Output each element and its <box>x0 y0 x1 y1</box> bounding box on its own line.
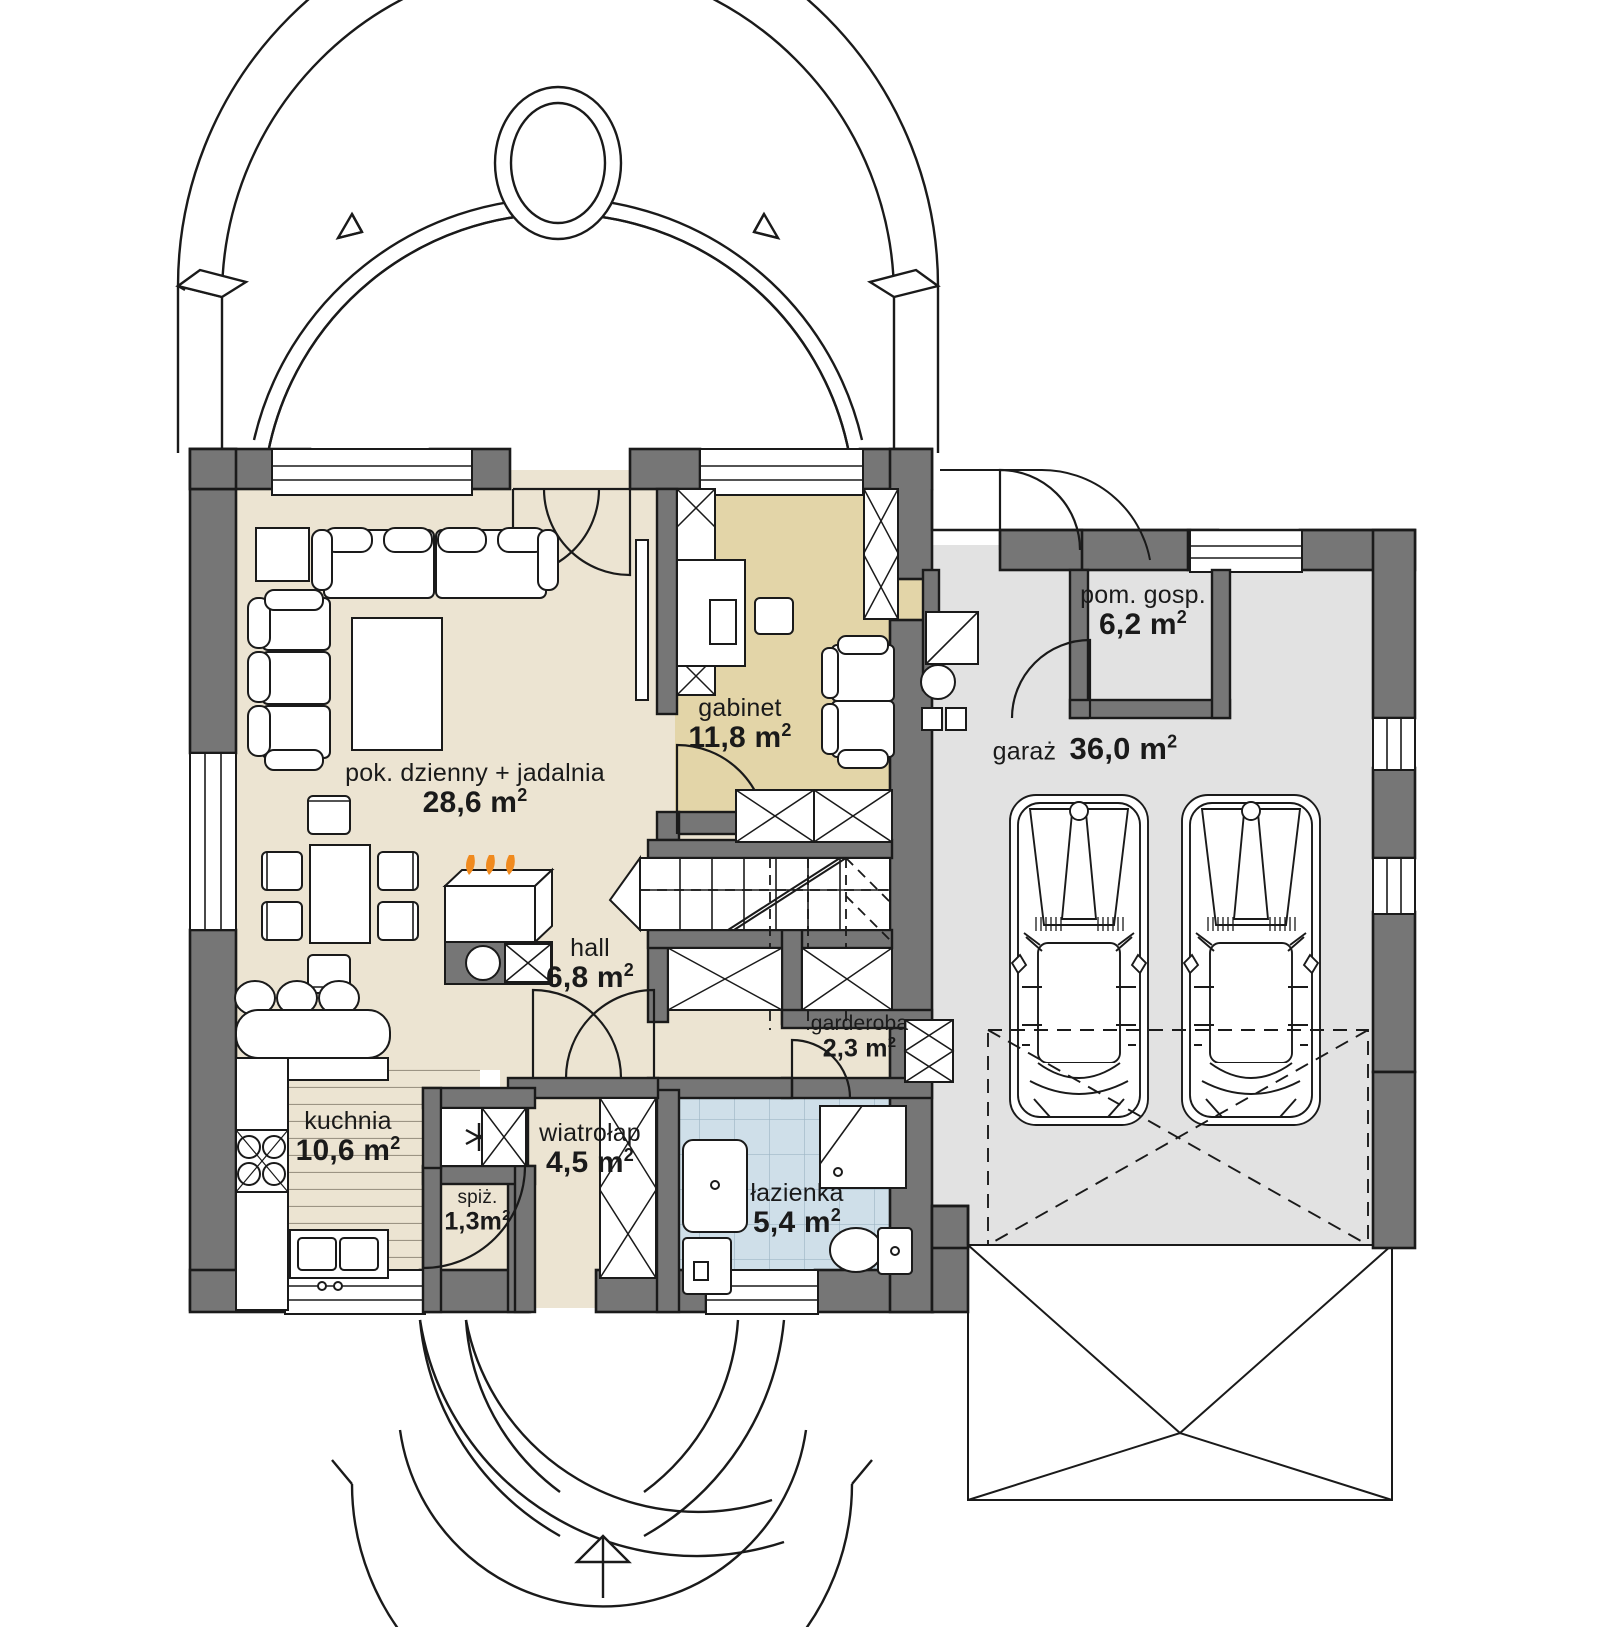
spiz-wiatrolap-details <box>440 1097 657 1279</box>
staircase <box>608 854 893 1030</box>
exterior-walls <box>188 447 1417 1314</box>
fireplace <box>442 855 555 985</box>
bottom-curved-terrace <box>331 1319 873 1627</box>
top-pergola-terrace <box>175 0 941 454</box>
doors <box>421 468 1151 1270</box>
interior-walls <box>421 487 1232 1314</box>
flame-icon <box>466 855 515 875</box>
bathroom-fixtures <box>682 1105 913 1295</box>
living-room-furniture <box>234 527 559 1016</box>
kitchen-furniture <box>235 1009 391 1311</box>
garage-door-swing <box>987 1029 1369 1246</box>
garage-cars <box>1009 794 1321 1126</box>
fill-garage <box>923 545 1413 1245</box>
garderoba-furniture <box>903 1019 955 1083</box>
roof-projection <box>967 1244 1393 1501</box>
utility-room-fixtures <box>920 611 979 731</box>
gabinet-furniture <box>635 488 899 843</box>
building-outline <box>930 489 1415 1245</box>
